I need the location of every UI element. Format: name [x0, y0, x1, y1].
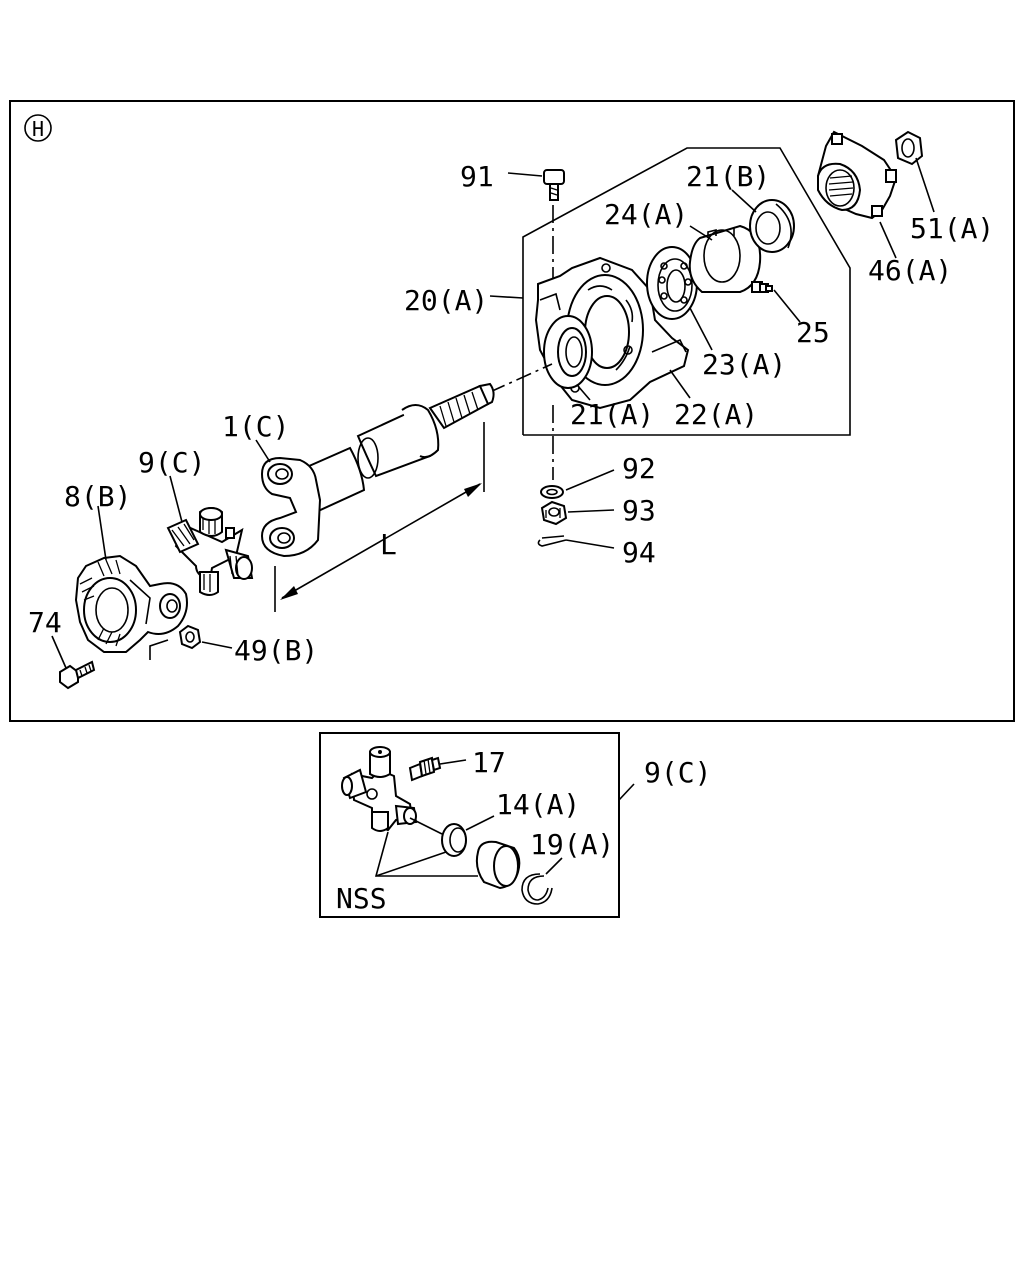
- label-24a: 24(A): [604, 198, 688, 231]
- label-25: 25: [796, 316, 830, 349]
- leader-49b: [201, 641, 233, 649]
- label-8b: 8(B): [64, 480, 131, 513]
- detail-view-panel: 17 9(C) 14(A) 19(A) NSS: [319, 732, 711, 918]
- label-49b: 49(B): [234, 634, 318, 667]
- leader-17: [439, 759, 467, 765]
- leader-91: [507, 172, 543, 177]
- main-view-panel: H: [9, 100, 1015, 722]
- leader-9c-detail: [618, 783, 635, 801]
- leader-14a: [465, 815, 495, 831]
- detail-view-border: [319, 732, 620, 918]
- leader-22a: [669, 369, 691, 399]
- label-nss: NSS: [336, 882, 387, 915]
- label-21a: 21(A): [570, 398, 654, 431]
- label-92: 92: [622, 452, 656, 485]
- label-dimension-L: L: [380, 528, 397, 561]
- leader-1c: [255, 439, 271, 463]
- leader-23a: [689, 307, 713, 351]
- seal-21a-icon: [543, 315, 593, 389]
- nut-49b-icon: [178, 624, 202, 650]
- leader-93: [567, 509, 615, 513]
- leader-74: [51, 635, 67, 669]
- label-21b: 21(B): [686, 160, 770, 193]
- leader-24a: [689, 225, 713, 241]
- washer-92-icon: [540, 485, 564, 499]
- leader-21a: [577, 385, 591, 401]
- label-9c-detail: 9(C): [644, 756, 711, 789]
- leader-9c: [169, 475, 183, 523]
- label-23a: 23(A): [702, 348, 786, 381]
- leader-20a: [489, 295, 524, 299]
- label-17: 17: [472, 746, 506, 779]
- view-marker-circle: [24, 114, 52, 142]
- propeller-shaft-1c-icon: [260, 382, 495, 558]
- bearing-cup-icon: [475, 840, 521, 890]
- label-9c: 9(C): [138, 446, 205, 479]
- sleeve-24a-icon: [688, 224, 762, 293]
- view-marker-letter: H: [32, 117, 44, 141]
- seal-21b-icon: [749, 199, 795, 253]
- label-46a: 46(A): [868, 254, 952, 287]
- main-view-border: [9, 100, 1015, 722]
- bolt-74-icon: [59, 660, 96, 690]
- companion-flange-46a-icon: [816, 130, 898, 220]
- leader-21b: [731, 189, 757, 213]
- grease-nipple-25-icon: [751, 281, 773, 293]
- label-14a: 14(A): [496, 788, 580, 821]
- center-bearing-group-outline: [522, 147, 851, 436]
- seal-14a-icon: [441, 823, 467, 857]
- leader-25: [773, 289, 801, 323]
- nss-bracket-seal: [375, 851, 447, 877]
- cotter-pin-94-icon: [537, 535, 567, 547]
- nut-93-icon: [540, 500, 568, 526]
- leader-14a-kit: [409, 817, 443, 835]
- label-22a: 22(A): [674, 398, 758, 431]
- label-1c: 1(C): [222, 410, 289, 443]
- leader-46a: [879, 221, 897, 259]
- label-20a: 20(A): [404, 284, 488, 317]
- label-19a: 19(A): [530, 828, 614, 861]
- shaft-centerline: [489, 363, 553, 393]
- label-51a: 51(A): [910, 212, 994, 245]
- universal-joint-9c-icon: [166, 507, 254, 596]
- label-91: 91: [460, 160, 494, 193]
- bolt-91-icon: [543, 169, 565, 201]
- snap-ring-19a-icon: [521, 873, 553, 905]
- leader-8b: [97, 505, 107, 561]
- leader-51a: [915, 157, 935, 213]
- label-74: 74: [28, 606, 62, 639]
- leader-92: [565, 469, 615, 491]
- spider-cross-icon: [341, 746, 418, 832]
- label-94: 94: [622, 536, 656, 569]
- grease-fitting-17-icon: [408, 756, 442, 782]
- label-93: 93: [622, 494, 656, 527]
- nut-51a-icon: [894, 130, 924, 166]
- dimension-L-icon: [274, 422, 485, 612]
- leader-94: [565, 539, 615, 549]
- flange-yoke-8b-icon: [74, 554, 188, 653]
- leader-19a: [545, 857, 563, 875]
- bolt-74-axis: [149, 639, 169, 660]
- bearing-23a-icon: [646, 246, 698, 320]
